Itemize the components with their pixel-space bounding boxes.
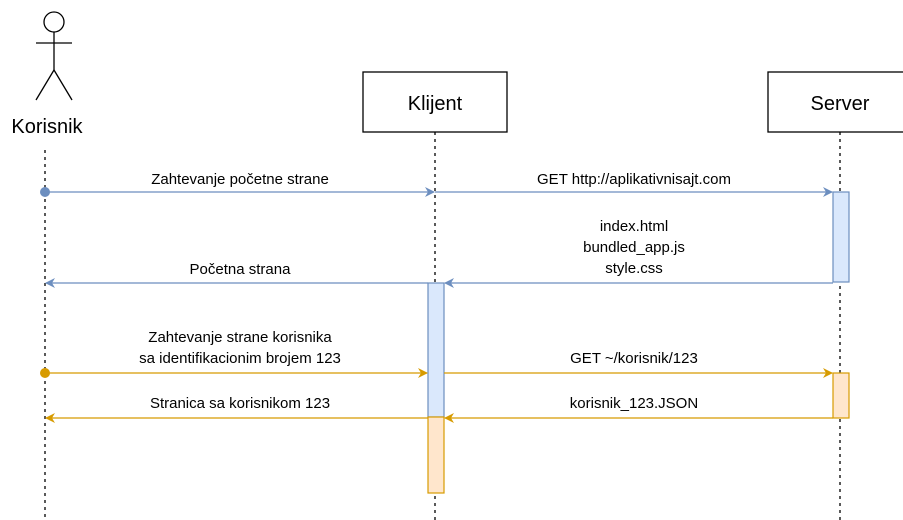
message-index-bundled-style: index.html bundled_app.js style.css [444, 218, 833, 288]
message-label: Stranica sa korisnikom 123 [150, 395, 330, 412]
participant-server-label: Server [811, 93, 870, 115]
message-label: Početna strana [190, 261, 292, 278]
message-get-aplikativnisajt: GET http://aplikativnisajt.com [435, 171, 833, 197]
message-label-line2: sa identifikacionim brojem 123 [139, 350, 341, 367]
message-pocetna-strana: Početna strana [45, 261, 428, 288]
participant-server: Server [767, 71, 903, 133]
participant-klijent: Klijent [362, 71, 508, 133]
message-label: korisnik_123.JSON [570, 395, 698, 412]
message-label: Zahtevanje početne strane [151, 171, 329, 188]
message-get-korisnik-123: GET ~/korisnik/123 [444, 350, 833, 378]
message-korisnik-123-json: korisnik_123.JSON [444, 395, 833, 423]
message-label-line2: bundled_app.js [583, 239, 685, 256]
stick-figure-icon [35, 11, 73, 101]
message-label-line1: Zahtevanje strane korisnika [148, 329, 332, 346]
activation-klijent-orange [427, 416, 445, 494]
message-zahtevanje-strane-korisnika: Zahtevanje strane korisnika sa identifik… [40, 329, 428, 378]
message-label-line3: style.css [605, 260, 663, 277]
activation-klijent-blue [427, 282, 445, 418]
message-zahtevanje-pocetne-strane: Zahtevanje početne strane [40, 171, 435, 197]
participant-klijent-label: Klijent [408, 93, 463, 115]
activation-server-orange [832, 372, 850, 419]
message-label: GET ~/korisnik/123 [570, 350, 698, 367]
message-label-line1: index.html [600, 218, 668, 235]
actor-korisnik: Korisnik [11, 11, 84, 138]
activation-server-blue [832, 191, 850, 283]
message-stranica-sa-korisnikom: Stranica sa korisnikom 123 [45, 395, 428, 423]
message-label: GET http://aplikativnisajt.com [537, 171, 731, 188]
actor-label: Korisnik [11, 116, 83, 138]
